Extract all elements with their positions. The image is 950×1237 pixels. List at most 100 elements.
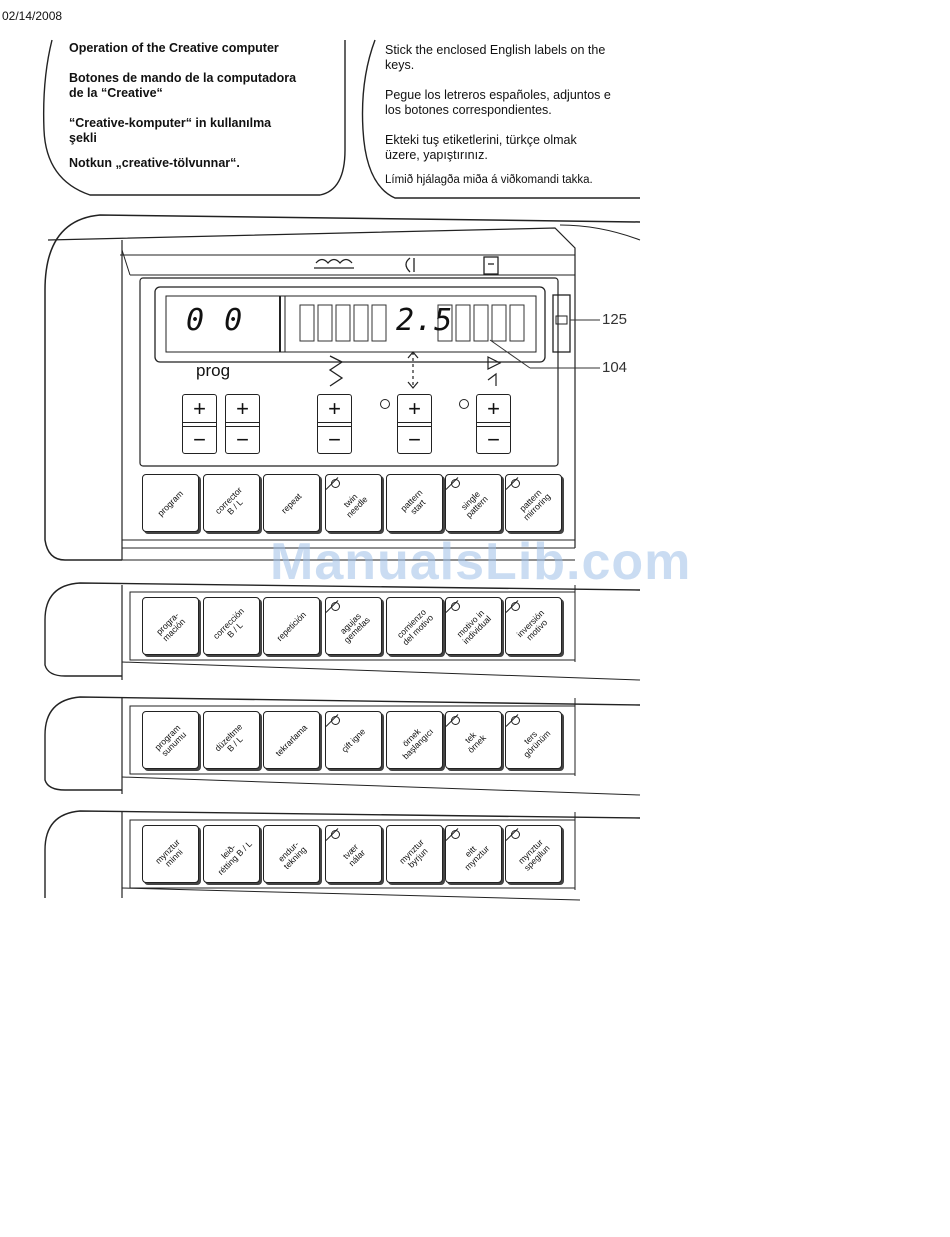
rocker-divider — [318, 423, 351, 427]
line-tr-2: üzere, yapıştırınız. — [385, 148, 488, 162]
panel-1-key-1[interactable]: program — [142, 474, 199, 532]
key-label-line-1: program — [155, 488, 186, 519]
line-en-1: Stick the enclosed English labels on the — [385, 43, 606, 57]
line-en-2: keys. — [385, 58, 415, 72]
prog-units-plus-button[interactable]: + — [226, 395, 259, 423]
key-label-line-1: repeat — [279, 491, 304, 516]
key-label-text: repeat — [279, 491, 304, 516]
line-es-2: los botones correspondientes. — [385, 103, 552, 117]
panel-1-key-3[interactable]: repeat — [263, 474, 320, 532]
rocker-divider — [183, 423, 216, 427]
stitch-width-plus-button[interactable]: + — [318, 395, 351, 423]
led-indicator — [451, 830, 460, 839]
right-instruction-box: Stick the enclosed English labels on the… — [385, 43, 655, 188]
stitch-length-plus-button[interactable]: + — [398, 395, 431, 423]
line-es-1: Botones de mando de la computadora — [69, 71, 297, 85]
led-indicator — [451, 602, 460, 611]
panel-4-key-2[interactable]: leið-rétting B / L — [203, 825, 260, 883]
line-is: Notkun „creative-tölvunnar“. — [69, 156, 240, 170]
panel-2-key-1[interactable]: progra-mación — [142, 597, 199, 655]
key-label-text: repetición — [275, 610, 308, 643]
key-label-line-1: tekrarlama — [273, 722, 310, 759]
prog-label: prog — [196, 361, 231, 380]
panel-3-key-3[interactable]: tekrarlama — [263, 711, 320, 769]
balance-minus-button[interactable]: − — [487, 427, 500, 452]
callout-125: 125 — [602, 311, 628, 328]
led-indicator — [511, 830, 520, 839]
stitch-length-minus-button[interactable]: − — [408, 427, 421, 452]
led-indicator — [511, 479, 520, 488]
prog-tens-rocker: +− — [182, 394, 217, 454]
led-indicator — [331, 716, 340, 725]
stitch-width-minus-button[interactable]: − — [328, 427, 341, 452]
led-indicator — [451, 716, 460, 725]
rocker-divider — [398, 423, 431, 427]
prog-units-minus-button[interactable]: − — [236, 427, 249, 452]
led-indicator — [511, 602, 520, 611]
key-label-line-1: repetición — [274, 609, 309, 644]
led-indicator — [331, 602, 340, 611]
line-tr-1: “Creative-komputer“ in kullanılma — [69, 116, 272, 130]
prog-tens-minus-button[interactable]: − — [193, 427, 206, 452]
line-tr-2: şekli — [69, 131, 97, 145]
watermark: ManualsLib.com — [270, 533, 692, 591]
prog-tens-plus-button[interactable]: + — [183, 395, 216, 423]
line-es-2: de la “Creative“ — [69, 86, 163, 100]
led-indicator — [331, 830, 340, 839]
line-tr-1: Ekteki tuş etiketlerini, türkçe olmak — [385, 133, 577, 147]
panel-4-key-3[interactable]: endur-tekning — [263, 825, 320, 883]
left-instruction-box: Operation of the Creative computer Boton… — [69, 41, 339, 171]
stitch-width-rocker: +− — [317, 394, 352, 454]
key-label-text: çift igne — [339, 726, 368, 755]
led-indicator — [451, 479, 460, 488]
key-label-text: tekrarlama — [273, 722, 310, 759]
key-label-line-1: çift igne — [339, 726, 368, 755]
prog-units-rocker: +− — [225, 394, 260, 454]
line-is: Límið hjálagða miða á viðkomandi takka. — [385, 174, 593, 186]
key-label-text: progra-mación — [154, 610, 187, 643]
value-display: 2.5 — [396, 303, 454, 338]
callout-104: 104 — [602, 359, 628, 376]
line-es-1: Pegue los letreros españoles, adjuntos e — [385, 88, 611, 102]
rocker-divider — [477, 423, 510, 427]
panel-2-key-3[interactable]: repetición — [263, 597, 320, 655]
balance-plus-button[interactable]: + — [477, 395, 510, 423]
panel-3-key-4[interactable]: çift igne — [325, 711, 382, 769]
led-indicator — [511, 716, 520, 725]
